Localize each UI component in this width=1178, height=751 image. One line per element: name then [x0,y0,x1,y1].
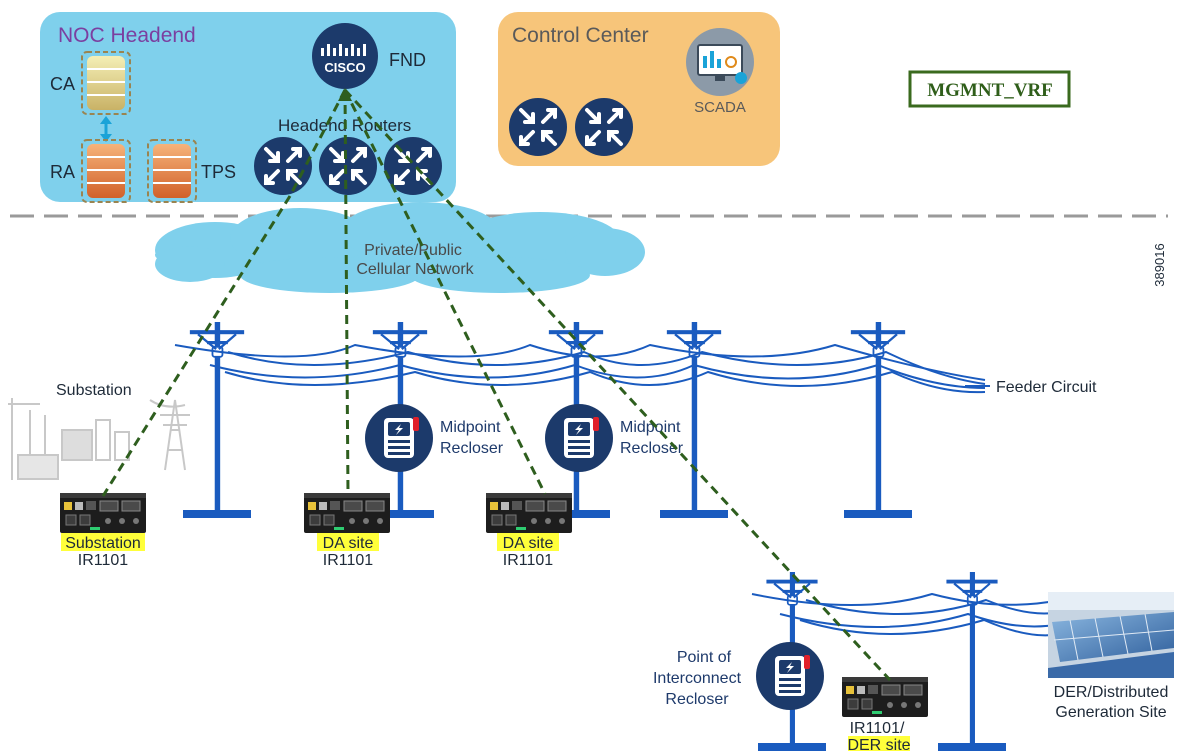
device-site-label: DA site [323,535,374,552]
midpoint-recloser-1-line2: Recloser [440,440,504,457]
ca-label: CA [50,74,75,94]
midpoint-recloser-1-line1: Midpoint [440,419,501,436]
der-feeder-wires [751,592,1061,637]
midpoint-recloser-2-line2: Recloser [620,440,684,457]
poi-label-line1: Point of [677,649,732,666]
substation-icon [8,398,190,480]
mgmnt-vrf-box [908,70,1071,108]
headend-router-icon [318,136,378,196]
cloud-line1: Private/Public [364,242,462,259]
pole-base [183,510,251,518]
device-site-highlight [317,533,379,551]
device-model-label: IR1101 [503,552,554,569]
cellular-cloud-icon [155,202,645,293]
ra-label: RA [50,162,75,182]
ca-server-icon [81,51,131,115]
device-site-label: DER site [847,737,910,751]
poi-recloser-icon [756,642,824,710]
der-label-line1: DER/Distributed [1054,684,1169,701]
midpoint-recloser-icon [545,404,613,472]
figure-id: 389016 [1152,243,1167,286]
tps-server-icon [147,139,197,203]
midpoint-recloser-icon [365,404,433,472]
device-model-label: IR1101 [78,552,129,569]
scada-label: SCADA [694,99,746,116]
management-links [101,88,892,682]
poi-label-line3: Recloser [665,691,729,708]
cisco-logo-icon: CISCO [312,23,378,89]
utility-pole [851,322,905,512]
device-site-highlight [497,533,559,551]
ir1101-router-icon [60,493,146,533]
tps-label: TPS [201,162,236,182]
ca-ra-link-icon [100,116,112,142]
pole-base [844,510,912,518]
control-router-icon [574,97,634,157]
fnd-arrowhead [338,88,352,101]
ra-server-icon [81,139,131,203]
device-model-label: IR1101 [323,552,374,569]
device-model-label: IR1101/ [850,720,905,737]
der-label-line2: Generation Site [1055,704,1166,721]
pole-base [938,743,1006,751]
pole-base [366,510,434,518]
mgmnt-vrf-label: MGMNT_VRF [927,80,1053,101]
pole-base [660,510,728,518]
control-center-title: Control Center [512,24,649,47]
ir1101-router-icon [486,493,572,533]
substation-label: Substation [56,382,132,399]
ir1101-router-icon [842,677,928,717]
ir1101-router-icon [304,493,390,533]
control-router-icon [508,97,568,157]
pole-base [542,510,610,518]
solar-panels-icon [1048,592,1175,678]
poi-label-line2: Interconnect [653,670,742,687]
pole-base [758,743,826,751]
scada-monitor-icon [686,28,754,96]
device-site-label: Substation [65,535,141,552]
headend-router-icon [253,136,313,196]
feeder-circuit-label: Feeder Circuit [996,379,1097,396]
cloud-line2: Cellular Network [356,261,474,278]
device-site-highlight [61,533,145,551]
fnd-label: FND [389,50,426,70]
noc-title: NOC Headend [58,24,196,47]
device-site-highlight [848,736,910,751]
midpoint-recloser-2-line1: Midpoint [620,419,681,436]
device-site-label: DA site [503,535,554,552]
cisco-logo-text: CISCO [324,60,365,75]
